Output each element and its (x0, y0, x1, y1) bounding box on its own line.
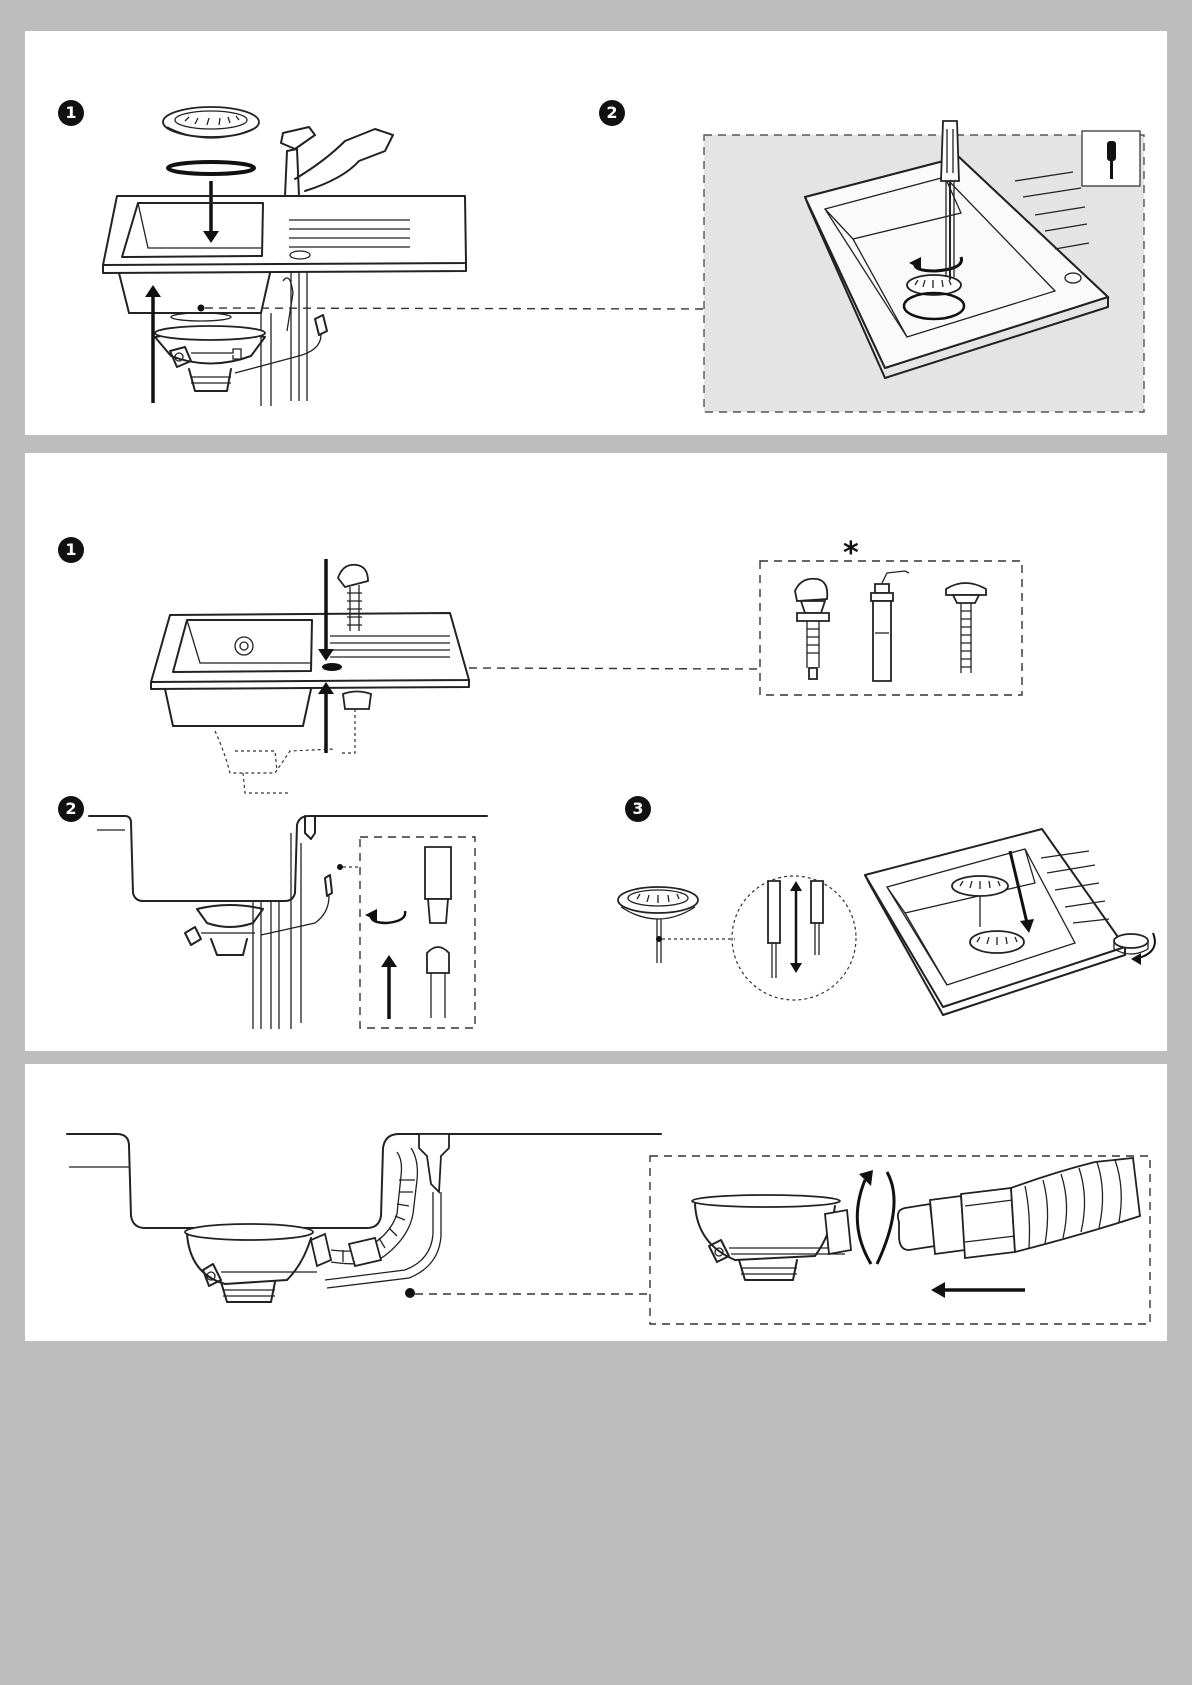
drain-assembly-section (67, 1134, 661, 1302)
panel-drain-hose-connection (25, 1064, 1167, 1341)
strainer-basket-icon (163, 107, 259, 138)
screwdriver-icon (1082, 131, 1140, 186)
sink-illustration (103, 127, 466, 406)
sink-tap-hole-illustration (151, 565, 469, 793)
hose-connection-detail (650, 1156, 1150, 1324)
arrow-up-icon (318, 682, 334, 753)
hose-connector-detail (360, 837, 475, 1028)
arrow-down-icon (318, 559, 334, 661)
panel-tap-hole-and-overflow: 1 2 3 * (25, 453, 1167, 1051)
sealing-ring-icon (168, 162, 254, 174)
arrow-down-icon (203, 181, 219, 243)
detail-box-tighten-strainer (704, 121, 1144, 412)
optional-parts-box (760, 561, 1022, 695)
strainer-lift-rod-illustration (618, 829, 1155, 1015)
arrow-up-icon (145, 285, 161, 403)
soap-dispenser-pump-icon (795, 579, 829, 679)
panel-strainer-installation: 1 2 (25, 31, 1167, 435)
tap-hole-cover-icon (946, 583, 986, 673)
soap-dispenser-bottle-icon (871, 571, 909, 681)
